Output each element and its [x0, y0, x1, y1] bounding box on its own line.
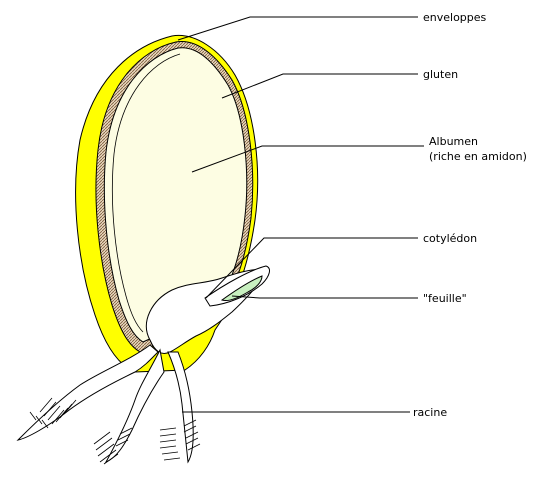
- leader-gluten: [222, 74, 418, 98]
- label-feuille: "feuille": [423, 292, 467, 305]
- label-cotyledon: cotylédon: [423, 232, 477, 245]
- label-racine: racine: [413, 406, 447, 419]
- leader-feuille: [232, 296, 418, 298]
- label-enveloppes: enveloppes: [423, 11, 487, 24]
- root-left: [18, 345, 158, 440]
- leader-enveloppes: [178, 17, 418, 40]
- label-gluten: gluten: [423, 68, 458, 81]
- label-albumen-note: (riche en amidon): [429, 150, 527, 163]
- label-albumen: Albumen: [429, 135, 478, 148]
